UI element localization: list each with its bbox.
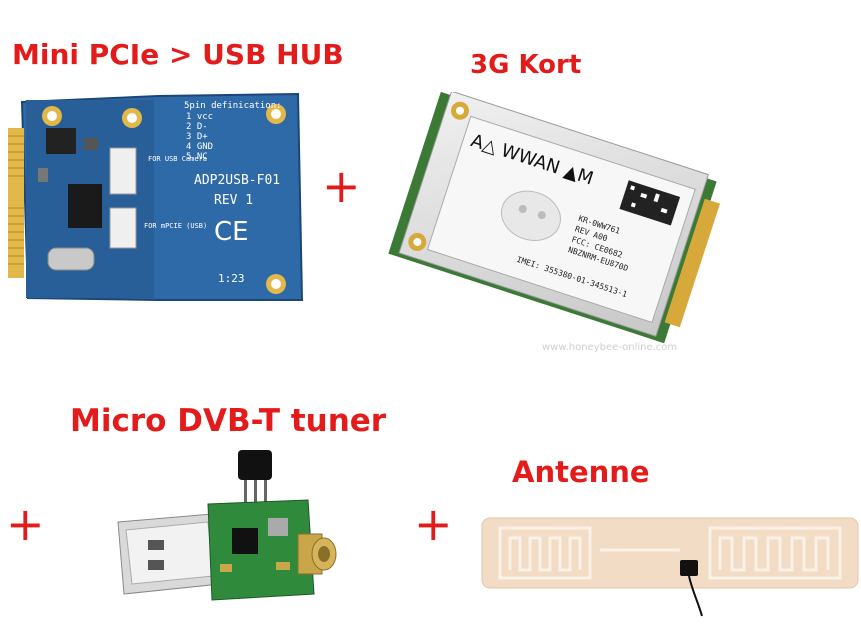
hub-title: Mini PCIe > USB HUB: [12, 38, 344, 71]
pin-line: 2 D-: [186, 122, 208, 132]
plus-sign: +: [322, 159, 361, 213]
pin-title: 5pin definication:: [184, 101, 282, 111]
board-code: 1:23: [218, 272, 245, 285]
pin-line: 3 D+: [186, 132, 208, 142]
dvbt-tuner-photo: [117, 450, 337, 601]
card3g-title: 3G Kort: [470, 50, 582, 80]
port-label-mpcie: FOR mPCIE (USB): [144, 222, 207, 230]
plus-sign: +: [6, 497, 45, 551]
pin-line: 4 GND: [186, 142, 213, 152]
dvbt-title: Micro DVB-T tuner: [70, 403, 387, 439]
pin-line: 1 vcc: [186, 112, 213, 122]
plus-sign: +: [414, 497, 453, 551]
antenna-title: Antenne: [512, 455, 650, 489]
board-model: ADP2USB-F01: [194, 173, 280, 188]
mini-pcie-usb-hub-photo: 5pin definication: 1 vcc 2 D- 3 D+ 4 GND…: [8, 92, 304, 301]
antenna-photo: [481, 517, 859, 617]
pin-line: 5 NC: [186, 152, 208, 162]
watermark: www.honeybee-online.com: [542, 342, 677, 353]
board-rev: REV 1: [214, 193, 253, 208]
3g-card-photo: A△ WWAN ▲M KR-0WW761 REV A00 FCC: CE0682…: [388, 92, 720, 353]
port-label-camera: FOR USB Camera: [148, 155, 207, 163]
ce-mark: CE: [214, 217, 249, 247]
